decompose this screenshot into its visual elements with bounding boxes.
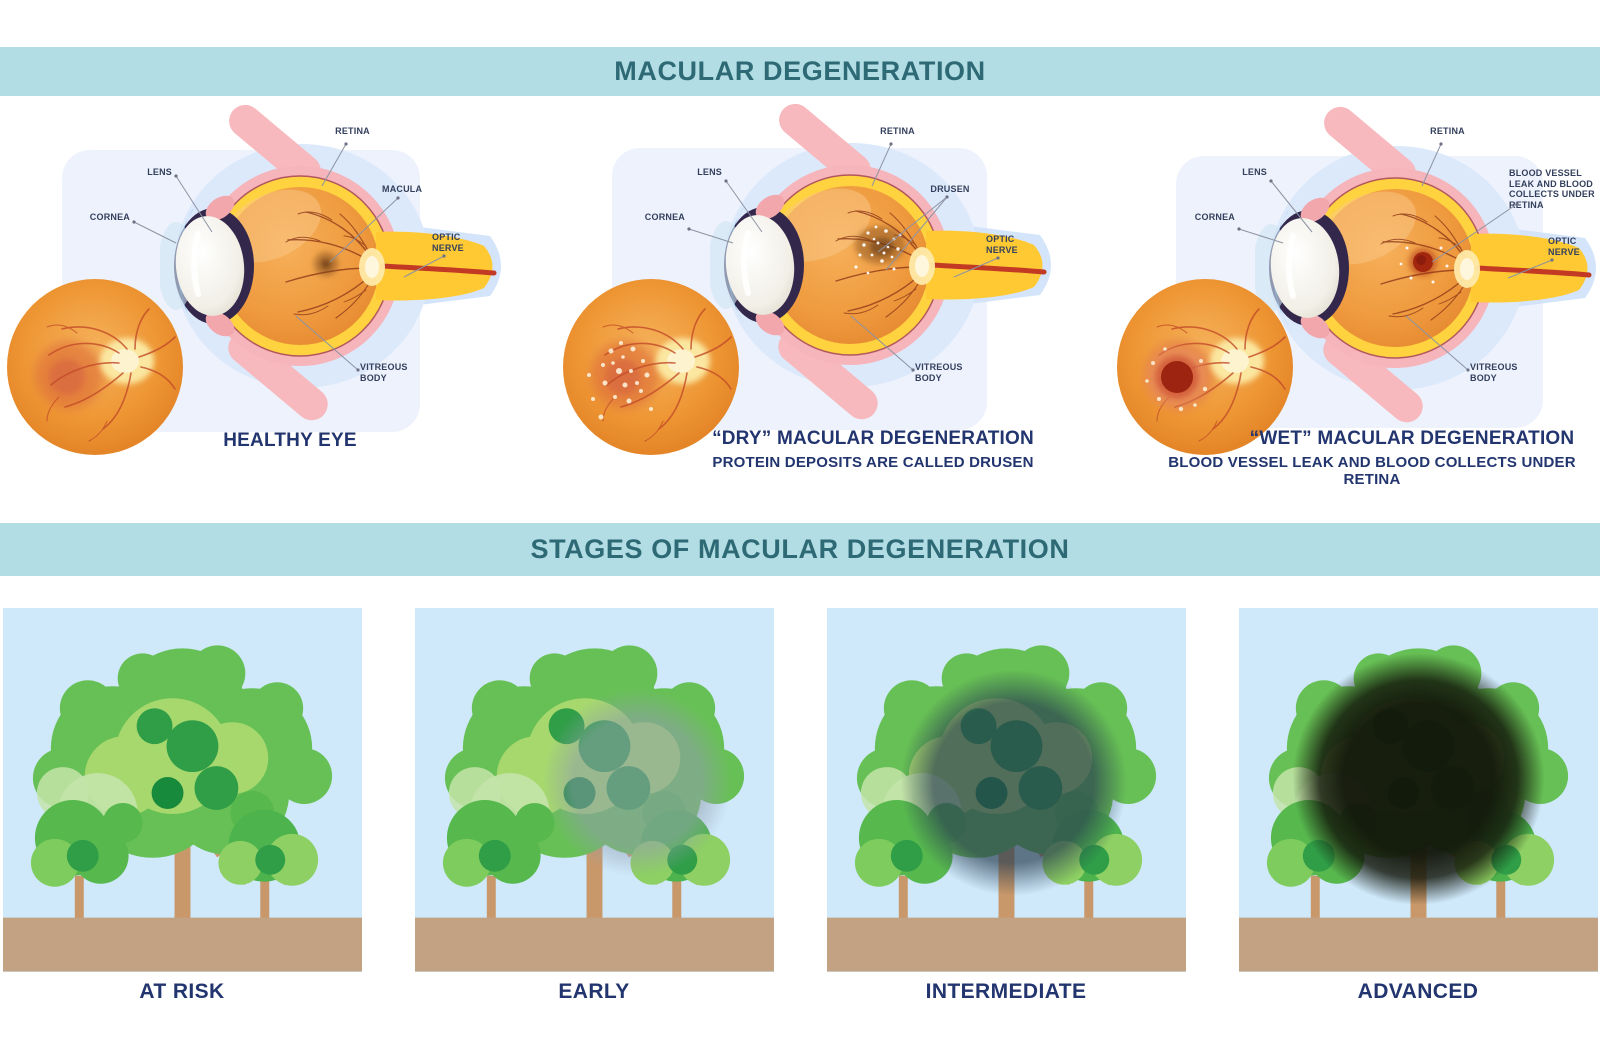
dry-eye-caption: “DRY” MACULAR DEGENERATION bbox=[712, 428, 1034, 449]
label-cornea: CORNEA bbox=[644, 212, 685, 222]
label-optic-nerve: OPTIC NERVE bbox=[432, 232, 464, 253]
stage-label-early: EARLY bbox=[558, 980, 630, 1003]
blood-leak bbox=[1399, 246, 1449, 284]
label-cornea: CORNEA bbox=[1194, 212, 1235, 222]
wet-eye-diagram bbox=[1255, 98, 1600, 438]
wet-fundus-photo bbox=[1117, 279, 1293, 455]
stage-label-intermediate: INTERMEDIATE bbox=[925, 980, 1087, 1003]
wet-eye-caption: “WET” MACULAR DEGENERATION bbox=[1249, 428, 1575, 449]
label-vitreous-body: VITREOUS BODY bbox=[915, 362, 963, 383]
label-vitreous-body: VITREOUS BODY bbox=[360, 362, 408, 383]
primary-banner: MACULAR DEGENERATION bbox=[0, 47, 1600, 96]
label-macula: MACULA bbox=[382, 184, 423, 194]
stage-panel-early bbox=[415, 608, 774, 972]
stage-label-advanced: ADVANCED bbox=[1357, 980, 1479, 1003]
healthy-eye-caption: HEALTHY EYE bbox=[223, 430, 357, 451]
label-optic-nerve: OPTIC NERVE bbox=[1548, 236, 1580, 257]
label-retina: RETINA bbox=[880, 126, 915, 136]
stage-panel-at-risk bbox=[3, 608, 362, 972]
dry-eye-subcaption: PROTEIN DEPOSITS ARE CALLED DRUSEN bbox=[712, 454, 1034, 471]
dry-eye-diagram bbox=[710, 95, 1070, 435]
tree-scene bbox=[827, 608, 1186, 972]
drusen-spots bbox=[587, 341, 653, 420]
stages-banner-title: STAGES OF MACULAR DEGENERATION bbox=[530, 534, 1070, 564]
wet-eye-subcaption: BLOOD VESSEL LEAK AND BLOOD COLLECTS UND… bbox=[1168, 454, 1576, 488]
healthy-eye-diagram bbox=[160, 96, 520, 436]
healthy-fundus-photo bbox=[7, 279, 183, 455]
tree-scene bbox=[3, 608, 362, 972]
label-lens: LENS bbox=[147, 167, 172, 177]
stages-banner: STAGES OF MACULAR DEGENERATION bbox=[0, 523, 1600, 576]
label-retina: RETINA bbox=[1430, 126, 1465, 136]
primary-banner-title: MACULAR DEGENERATION bbox=[614, 56, 986, 86]
label-optic-nerve: OPTIC NERVE bbox=[986, 234, 1018, 255]
blood-pool bbox=[1145, 347, 1208, 412]
tree-scene bbox=[415, 608, 774, 972]
stage-label-at-risk: AT RISK bbox=[139, 980, 225, 1003]
healthy-macula bbox=[314, 252, 338, 276]
stage-panel-advanced bbox=[1239, 608, 1598, 972]
tree-scene bbox=[1239, 608, 1598, 972]
dry-fundus-photo bbox=[563, 279, 739, 455]
label-retina: RETINA bbox=[335, 126, 370, 136]
label-lens: LENS bbox=[1242, 167, 1267, 177]
label-drusen: DRUSEN bbox=[930, 184, 970, 194]
stage-panel-intermediate bbox=[827, 608, 1186, 972]
label-cornea: CORNEA bbox=[89, 212, 130, 222]
label-blood-vessel-leak: BLOOD VESSEL LEAK AND BLOOD COLLECTS UND… bbox=[1509, 168, 1595, 210]
label-lens: LENS bbox=[697, 167, 722, 177]
label-vitreous-body: VITREOUS BODY bbox=[1470, 362, 1518, 383]
